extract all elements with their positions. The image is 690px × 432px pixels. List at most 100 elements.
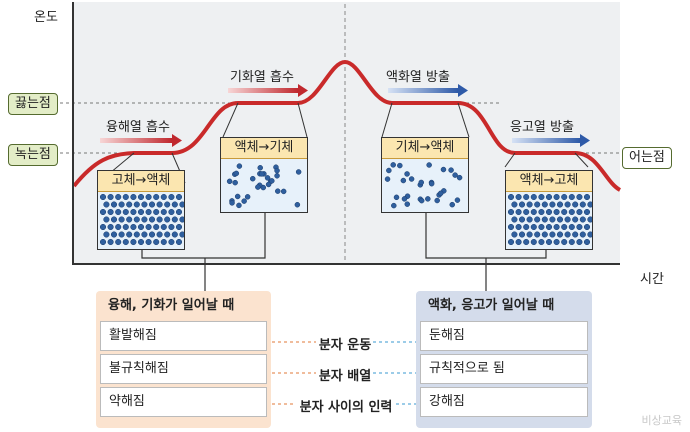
particle <box>418 179 425 186</box>
liquid-to-solid-box: 액체→고체 <box>505 170 594 250</box>
particle <box>587 231 594 238</box>
particle <box>99 238 107 246</box>
particle <box>264 175 271 181</box>
particle <box>568 208 575 216</box>
right-panel-title: 액화, 응고가 일어날 때 <box>428 298 555 313</box>
particle <box>561 223 568 231</box>
x-axis <box>72 263 620 265</box>
particle <box>564 201 571 208</box>
particle <box>390 162 396 168</box>
particle <box>523 223 530 231</box>
particle <box>515 238 522 246</box>
particle <box>107 193 114 201</box>
particle <box>274 173 280 179</box>
connector-vapor-2 <box>297 102 308 138</box>
particle <box>175 193 183 201</box>
particle <box>153 238 160 246</box>
particle <box>440 166 447 173</box>
particle <box>556 231 564 238</box>
particle <box>126 201 133 208</box>
particle <box>171 201 178 208</box>
particle <box>572 231 579 238</box>
particle <box>115 238 122 246</box>
particles-sparse <box>226 163 302 209</box>
vapor-arrow-head <box>298 84 308 97</box>
particle <box>530 208 537 216</box>
particle <box>115 223 122 231</box>
particle <box>538 223 545 231</box>
particle <box>122 223 129 231</box>
particle <box>449 201 455 208</box>
y-axis <box>72 2 74 264</box>
left-panel: 융해, 기화가 일어날 때 활발해짐 불규칙해짐 약해짐 <box>96 291 271 428</box>
left-row-motion: 활발해짐 <box>100 321 267 351</box>
particle <box>160 208 167 216</box>
particle <box>545 223 553 231</box>
particles-sparse <box>384 162 463 209</box>
particle <box>175 238 183 246</box>
left-row-arrangement: 불규칙해짐 <box>100 354 267 384</box>
particle <box>393 194 400 201</box>
freezing-point-label: 어는점 <box>622 147 672 169</box>
particle <box>164 216 171 223</box>
box-title: 액체→기체 <box>221 138 307 159</box>
particle <box>553 193 560 201</box>
particle <box>153 208 160 216</box>
particle <box>428 180 435 187</box>
particle <box>572 201 579 208</box>
connector-solid-2 <box>574 152 589 168</box>
particle <box>437 190 444 197</box>
connector-liquef <box>381 102 393 138</box>
particle <box>583 208 591 216</box>
particle <box>236 202 242 209</box>
solid-to-liquid-box: 고체→액체 <box>97 170 186 250</box>
particle <box>130 208 137 216</box>
particle <box>171 231 178 238</box>
particle <box>526 216 533 223</box>
particle <box>107 208 114 216</box>
particle <box>145 238 152 246</box>
particle <box>257 165 263 171</box>
particle <box>534 216 541 223</box>
particle <box>515 223 522 231</box>
particle <box>130 223 137 231</box>
particle <box>175 223 183 231</box>
particle <box>530 193 537 201</box>
particle <box>103 216 110 223</box>
particle <box>99 193 107 201</box>
particle <box>541 216 548 223</box>
molecular-arrangement-label: 분자 배열 <box>318 369 372 384</box>
particle <box>511 201 518 208</box>
particle <box>523 193 530 201</box>
particle <box>153 193 160 201</box>
particle <box>148 216 156 223</box>
particle <box>511 216 518 223</box>
particle <box>534 231 541 238</box>
box-title: 고체→액체 <box>98 171 184 192</box>
particle <box>126 231 133 238</box>
particle <box>179 201 186 208</box>
watermark: 비상교육 <box>641 414 682 427</box>
particle <box>141 216 148 223</box>
particle <box>241 198 247 204</box>
particle <box>168 208 175 216</box>
particle <box>568 238 575 246</box>
gas-to-liquid-box: 기체→액체 <box>381 137 469 213</box>
particle <box>141 231 148 238</box>
particle <box>545 193 553 201</box>
particle <box>265 181 272 188</box>
particle <box>587 201 594 208</box>
particle <box>576 193 583 201</box>
particle <box>156 216 163 223</box>
particles-dense <box>507 193 594 246</box>
particle <box>434 197 440 204</box>
particle <box>145 208 152 216</box>
particle <box>103 201 110 208</box>
particle <box>583 238 591 246</box>
particle <box>534 201 541 208</box>
particle <box>145 223 152 231</box>
liquef-arrow-head <box>458 84 468 97</box>
particle <box>404 201 411 207</box>
particle <box>133 231 140 238</box>
particle <box>110 216 118 223</box>
